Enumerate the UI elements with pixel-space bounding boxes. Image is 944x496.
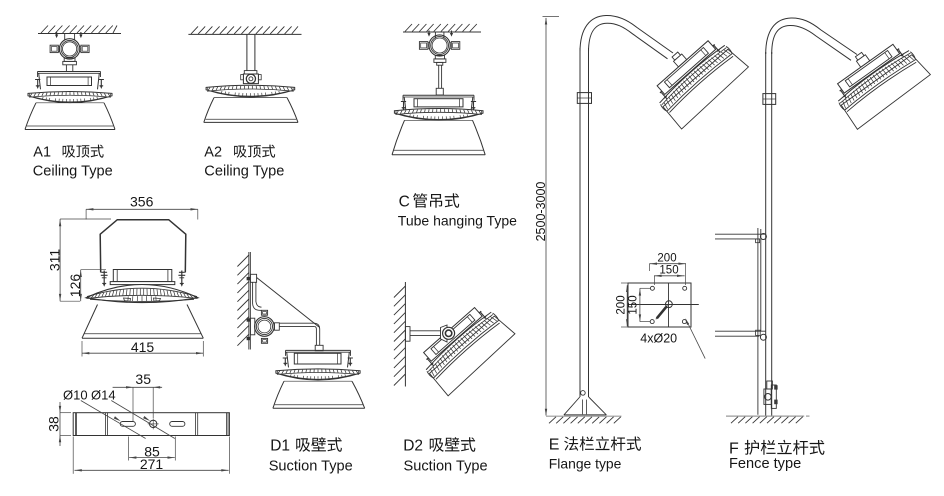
svg-text:38: 38: [46, 416, 62, 432]
svg-text:311: 311: [46, 249, 62, 272]
svg-text:2500-3000: 2500-3000: [534, 182, 548, 242]
svg-text:Ø14: Ø14: [91, 387, 116, 402]
svg-text:Flange type: Flange type: [549, 456, 622, 472]
svg-text:126: 126: [67, 274, 83, 298]
svg-text:E: E: [549, 437, 560, 454]
svg-text:150: 150: [627, 295, 639, 314]
svg-text:Suction Type: Suction Type: [269, 459, 353, 475]
svg-text:415: 415: [131, 339, 155, 355]
svg-text:Tube hanging Type: Tube hanging Type: [398, 213, 517, 229]
svg-text:Ceiling Type: Ceiling Type: [33, 164, 113, 180]
svg-text:150: 150: [659, 264, 678, 276]
svg-text:Ceiling Type: Ceiling Type: [204, 164, 284, 180]
svg-text:Fence type: Fence type: [729, 456, 801, 472]
svg-text:85: 85: [144, 444, 160, 460]
svg-text:A1: A1: [33, 145, 51, 161]
svg-text:D1: D1: [270, 438, 290, 455]
svg-text:F: F: [729, 441, 739, 458]
svg-text:Ø10: Ø10: [63, 387, 88, 402]
svg-text:356: 356: [130, 194, 154, 210]
svg-text:D2: D2: [403, 438, 423, 455]
svg-text:200: 200: [615, 295, 627, 314]
svg-text:Suction Type: Suction Type: [404, 459, 488, 475]
svg-text:200: 200: [657, 252, 676, 264]
svg-text:C: C: [399, 194, 410, 211]
svg-text:4xØ20: 4xØ20: [640, 332, 677, 346]
svg-text:271: 271: [140, 456, 164, 472]
svg-text:35: 35: [135, 371, 151, 387]
svg-text:A2: A2: [204, 145, 222, 161]
